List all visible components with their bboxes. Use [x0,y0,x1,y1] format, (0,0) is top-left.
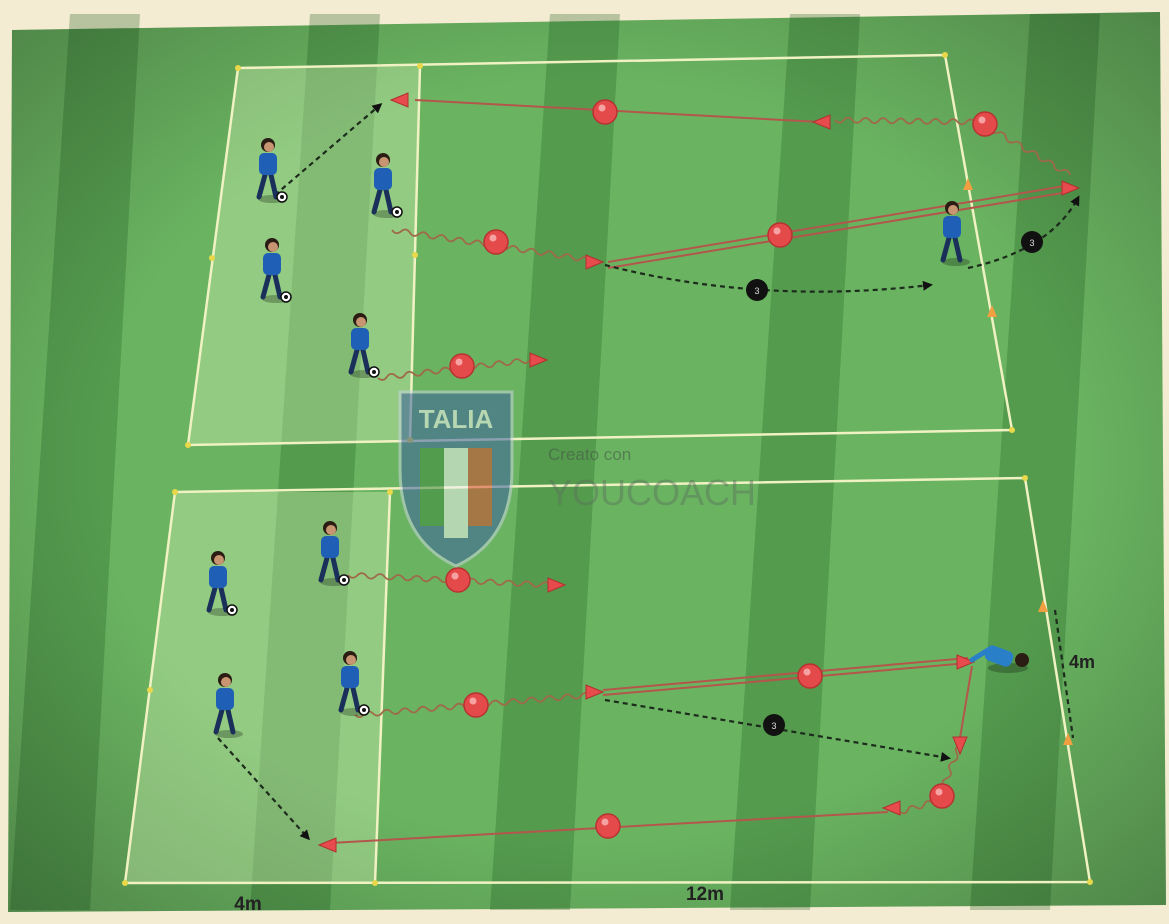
sequence-marker-top-right: 3 [1021,231,1043,253]
dimension-label-4m-right: 4m [1069,652,1095,672]
ball [768,223,792,247]
ball [450,354,474,378]
svg-text:3: 3 [1029,238,1034,248]
ball [484,230,508,254]
ball [464,693,488,717]
dimension-label-12m: 12m [686,884,724,905]
sequence-marker-top-center: 3 [746,279,768,301]
ball [930,784,954,808]
ball [798,664,822,688]
ball [973,112,997,136]
svg-text:3: 3 [771,721,776,731]
watermark-line1: Creato con [548,445,631,464]
svg-text:3: 3 [754,286,759,296]
watermark-line2: YOUCOACH [548,472,756,513]
ball [446,568,470,592]
dimension-label-4m-bottom: 4m [234,894,261,915]
sequence-marker-bottom-center: 3 [763,714,785,736]
badge-text: TALIA [419,404,494,434]
ball [596,814,620,838]
ball [593,100,617,124]
